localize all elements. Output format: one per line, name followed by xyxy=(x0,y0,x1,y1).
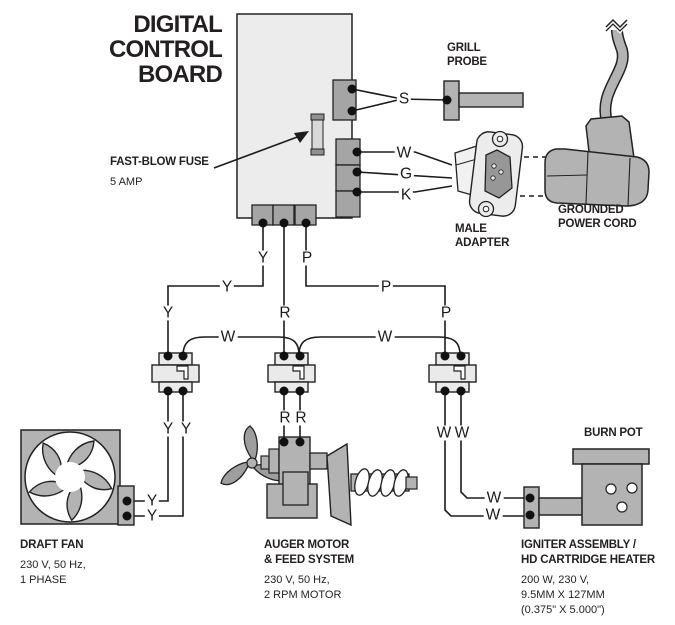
wire-label-y: Y xyxy=(255,249,271,267)
control-board xyxy=(213,13,362,228)
wire-label-p: P xyxy=(378,278,394,296)
draft-fan-specs: 230 V, 50 Hz, 1 PHASE xyxy=(20,558,86,588)
wire-label-w: W xyxy=(394,144,414,162)
wire-label-w: W xyxy=(218,328,238,346)
power-cord-label-line: GROUNDED xyxy=(558,204,624,216)
probe-connector xyxy=(332,79,357,121)
auger-motor-caption: AUGER MOTOR & FEED SYSTEM 230 V, 50 Hz, … xyxy=(264,538,354,603)
spec-line: (0.375" X 5.000") xyxy=(521,604,605,616)
spec-line: 9.5MM X 127MM xyxy=(521,589,605,601)
inline-connector-2 xyxy=(267,351,316,396)
power-connectors xyxy=(335,138,362,218)
inline-connector-1 xyxy=(151,351,200,396)
spec-line: 230 V, 50 Hz, xyxy=(264,574,330,586)
grill-probe-label-line: GRILL xyxy=(447,42,481,54)
male-adapter-label-line: ADAPTER xyxy=(455,237,510,249)
wire-label-y: Y xyxy=(144,492,160,510)
wire-label-p: P xyxy=(299,249,315,267)
wire-k-adapter xyxy=(357,185,453,193)
power-cord-label: GROUNDED POWER CORD xyxy=(558,203,637,231)
page-title: DIGITAL CONTROL BOARD xyxy=(95,11,223,88)
auger-motor-name: AUGER MOTOR xyxy=(264,539,350,551)
fuse-rating: 5 AMP xyxy=(110,176,143,188)
draft-fan-name: DRAFT FAN xyxy=(20,539,84,551)
grill-probe-label-line: PROBE xyxy=(447,56,487,68)
wire-label-y: Y xyxy=(178,420,194,438)
igniter-name: HD CARTRIDGE HEATER xyxy=(521,554,655,566)
wire-label-s: S xyxy=(396,90,412,108)
spec-line: 200 W, 230 V, xyxy=(521,574,590,586)
igniter-name: IGNITER ASSEMBLY / xyxy=(521,539,636,551)
wire-label-w: W xyxy=(452,424,472,442)
wire-y-fan-1 xyxy=(128,392,169,502)
title-line: CONTROL xyxy=(108,36,223,63)
wire-label-r: R xyxy=(277,409,293,427)
male-adapter-label-line: MALE xyxy=(455,223,487,235)
igniter-specs: 200 W, 230 V, 9.5MM X 127MM (0.375" X 5.… xyxy=(521,573,655,618)
wire-w-adapter xyxy=(357,151,453,166)
inline-connector-3 xyxy=(428,351,477,396)
wire-label-w: W xyxy=(375,328,395,346)
fuse-label: FAST-BLOW FUSE xyxy=(110,156,209,168)
title-line: BOARD xyxy=(138,61,223,88)
wire-w-c1-c2 xyxy=(182,336,300,357)
spec-line: 230 V, 50 Hz, xyxy=(20,559,86,571)
male-adapter-label: MALE ADAPTER xyxy=(455,222,509,250)
wire-label-y: Y xyxy=(160,420,176,438)
auger-motor-name: & FEED SYSTEM xyxy=(264,554,355,566)
male-adapter-graphic xyxy=(454,130,524,218)
power-cord-label-line: POWER CORD xyxy=(558,218,637,230)
grill-probe-label: GRILL PROBE xyxy=(447,41,487,69)
grill-probe-graphic xyxy=(442,80,524,121)
wire-label-r: R xyxy=(293,409,309,427)
auger-motor-specs: 230 V, 50 Hz, 2 RPM MOTOR xyxy=(264,573,354,603)
fuse-graphic xyxy=(310,113,325,156)
wire-label-y: Y xyxy=(144,507,160,525)
wire-label-r: R xyxy=(277,304,293,322)
spec-line: 2 RPM MOTOR xyxy=(264,589,342,601)
wire-y-main xyxy=(167,225,264,354)
wire-label-y: Y xyxy=(160,304,176,322)
burn-pot-graphic xyxy=(572,448,650,526)
wire-w-igniter-2 xyxy=(460,392,528,499)
auger-motor-graphic xyxy=(220,425,418,527)
wire-label-k: K xyxy=(398,186,414,204)
wire-label-w: W xyxy=(484,489,504,507)
wire-label-p: P xyxy=(438,304,454,322)
draft-fan-caption: DRAFT FAN 230 V, 50 Hz, 1 PHASE xyxy=(20,538,86,588)
output-connectors xyxy=(251,204,317,228)
title-line: DIGITAL xyxy=(133,11,222,38)
wire-label-g: G xyxy=(397,165,415,183)
burn-pot-label: BURN POT xyxy=(584,427,643,439)
draft-fan-graphic xyxy=(20,429,135,526)
wire-label-w: W xyxy=(483,506,503,524)
spec-line: 1 PHASE xyxy=(20,574,67,586)
igniter-caption: IGNITER ASSEMBLY / HD CARTRIDGE HEATER 2… xyxy=(521,538,655,618)
power-cord-graphic xyxy=(544,18,650,207)
fuse-arrow xyxy=(213,131,309,169)
wire-label-w: W xyxy=(434,424,454,442)
wire-label-y: Y xyxy=(219,278,235,296)
